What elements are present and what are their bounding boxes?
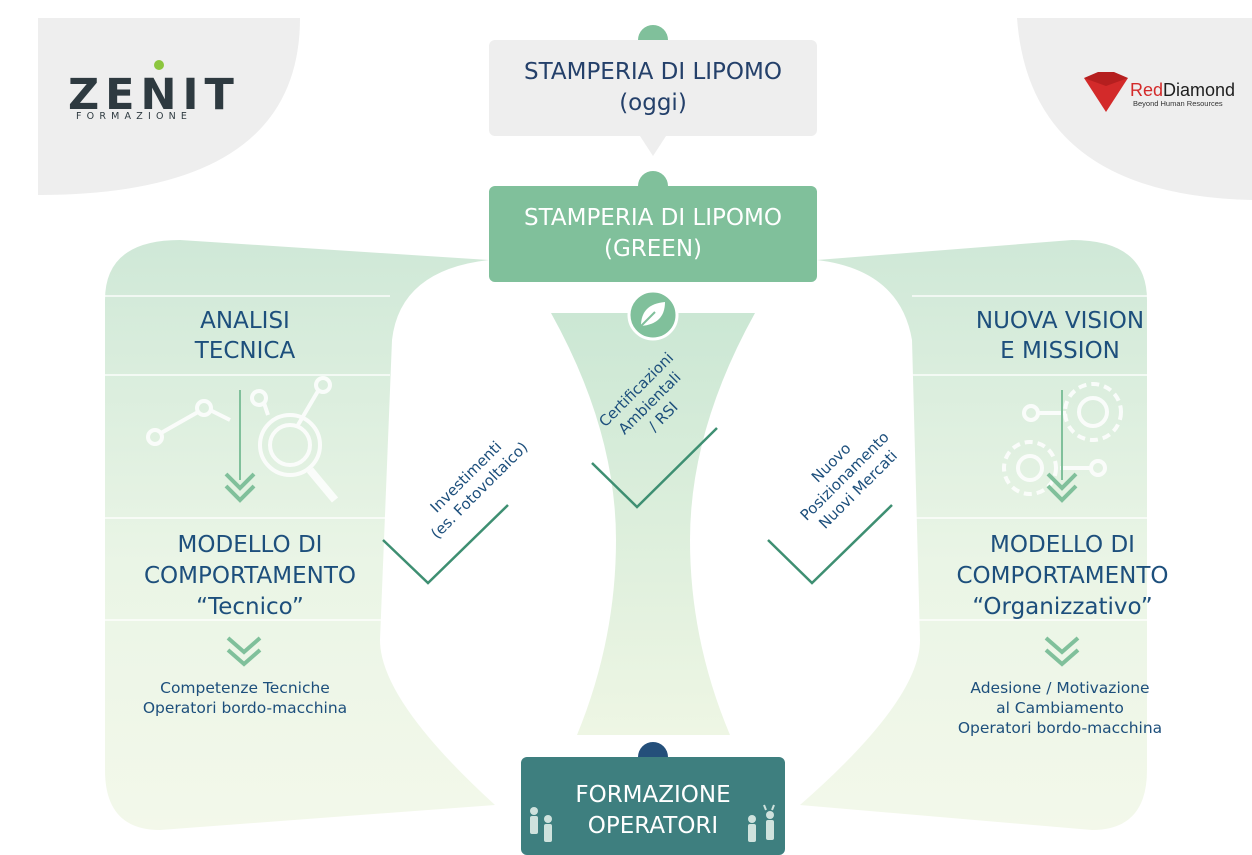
top-box-pointer <box>640 136 666 156</box>
people-icon <box>748 804 775 842</box>
reddiamond-logo: RedDiamond <box>1130 80 1235 101</box>
right-model-line1: MODELLO DI <box>990 532 1135 558</box>
reddiamond-logo-red: Red <box>1130 80 1164 100</box>
right-result-line1: Adesione / Motivazione <box>970 679 1150 697</box>
left-model-line2: COMPORTAMENTO <box>143 563 357 589</box>
right-model-line2: COMPORTAMENTO <box>956 563 1169 589</box>
current-state-title: STAMPERIA DI LIPOMO (oggi) <box>489 57 817 119</box>
right-result-text: Adesione / Motivazione al Cambiamento Op… <box>925 678 1195 738</box>
center-column-panel <box>551 313 755 735</box>
network-magnifier-icon <box>146 376 339 503</box>
right-result-line2: al Cambiamento <box>996 699 1124 717</box>
training-line1: FORMAZIONE <box>575 782 731 808</box>
zenit-logo-dot <box>154 60 164 70</box>
leaf-icon <box>627 289 679 341</box>
right-model-line3: “Organizzativo” <box>972 594 1153 620</box>
left-result-line1: Competenze Tecniche <box>160 679 330 697</box>
green-state-box <box>489 186 817 282</box>
left-result-line2: Operatori bordo-macchina <box>142 699 348 717</box>
chevron-down-icon <box>1044 636 1080 667</box>
green-state-title: STAMPERIA DI LIPOMO (GREEN) <box>489 203 817 265</box>
current-state-line2: (oggi) <box>619 90 687 116</box>
green-state-line2: (GREEN) <box>603 236 703 262</box>
right-column-title: NUOVA VISION E MISSION <box>925 306 1195 366</box>
right-title-line2: E MISSION <box>1000 338 1120 364</box>
people-icon <box>530 807 552 842</box>
left-branch-check <box>382 504 509 585</box>
zenit-logo: ZENIT <box>68 70 240 120</box>
center-branch-check <box>591 427 718 509</box>
right-branch-check <box>767 504 893 585</box>
chevron-down-icon <box>1046 472 1078 503</box>
chevron-down-icon <box>224 472 256 503</box>
green-state-line1: STAMPERIA DI LIPOMO <box>524 205 782 231</box>
right-model-title: MODELLO DI COMPORTAMENTO “Organizzativo” <box>915 530 1210 623</box>
zenit-logo-subtitle: FORMAZIONE <box>76 111 193 122</box>
left-column-panel <box>105 240 495 830</box>
chevron-down-icon <box>226 636 262 667</box>
reddiamond-logo-subtitle: Beyond Human Resources <box>1133 99 1223 108</box>
training-title: FORMAZIONE OPERATORI <box>521 780 785 842</box>
current-state-box <box>489 40 817 136</box>
left-model-title: MODELLO DI COMPORTAMENTO “Tecnico” <box>105 530 395 623</box>
right-result-line3: Operatori bordo-macchina <box>957 719 1163 737</box>
left-title-line1: ANALISI <box>200 308 290 334</box>
gears-icon <box>1002 382 1123 496</box>
red-diamond-logo-icon <box>1084 72 1128 112</box>
left-model-line1: MODELLO DI <box>177 532 323 558</box>
right-title-line1: NUOVA VISION <box>975 308 1145 334</box>
right-logo-panel <box>1017 18 1252 200</box>
left-column-title: ANALISI TECNICA <box>110 306 380 366</box>
current-state-line1: STAMPERIA DI LIPOMO <box>524 59 782 85</box>
right-column-panel <box>800 240 1147 830</box>
left-logo-panel <box>38 18 300 195</box>
training-line2: OPERATORI <box>587 813 719 839</box>
left-model-line3: “Tecnico” <box>196 594 304 620</box>
reddiamond-logo-dark: Diamond <box>1163 80 1236 100</box>
left-title-line2: TECNICA <box>194 338 296 364</box>
training-box <box>521 757 785 855</box>
left-result-text: Competenze Tecniche Operatori bordo-macc… <box>110 678 380 718</box>
